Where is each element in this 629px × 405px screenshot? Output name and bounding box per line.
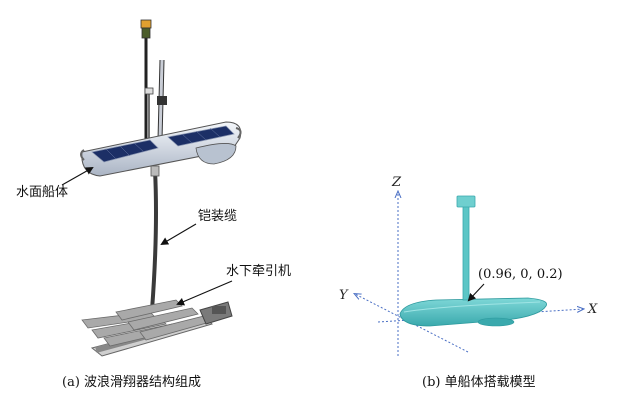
arrow-underwater-tractor	[176, 280, 233, 306]
model-mast	[462, 205, 470, 301]
axis-label-z: Z	[392, 175, 402, 190]
underwater-tractor	[81, 299, 233, 357]
label-surface-hull: 水面船体	[16, 185, 69, 200]
arrow-surface-hull	[61, 167, 94, 186]
mast-group	[140, 19, 167, 141]
armored-cable	[150, 165, 160, 311]
caption-b: (b) 单船体搭载模型	[422, 375, 536, 390]
point-coordinate-label: (0.96, 0, 0.2)	[478, 267, 563, 282]
y-axis	[355, 294, 469, 353]
caption-a: (a) 波浪滑翔器结构组成	[62, 375, 202, 390]
axes-3d	[355, 192, 583, 356]
arrow-point-label	[467, 283, 485, 302]
axis-label-y: Y	[339, 288, 348, 303]
single-hull-model	[399, 195, 547, 327]
label-armored-cable: 铠装缆	[198, 209, 238, 224]
arrow-armored-cable	[160, 223, 197, 246]
solar-panel-right	[167, 125, 235, 147]
model-mast-top	[456, 195, 476, 208]
wave-glider-illustration	[80, 19, 242, 357]
surface-hull	[80, 121, 242, 177]
axis-label-x: X	[588, 302, 598, 317]
label-underwater-tractor: 水下牵引机	[226, 264, 292, 279]
